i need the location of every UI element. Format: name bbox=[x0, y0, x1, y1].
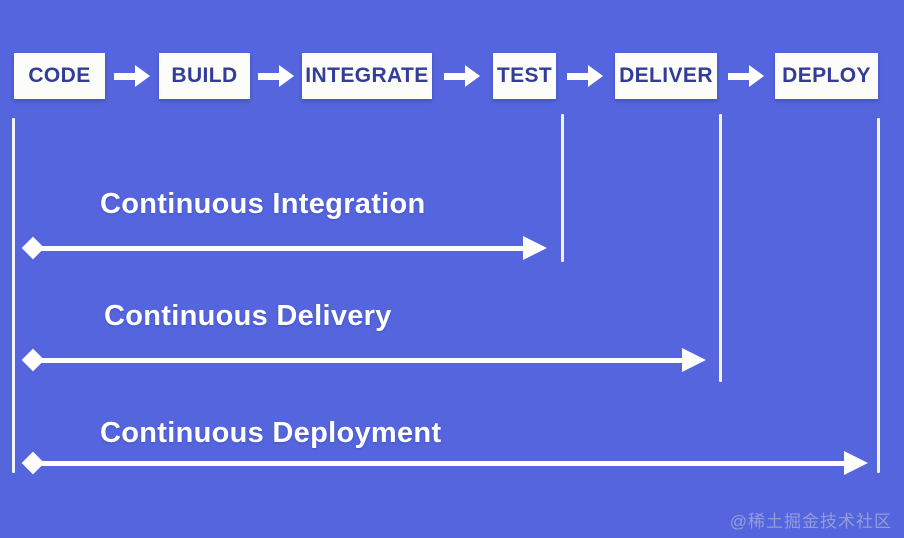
span-range-arrow-deployment bbox=[21, 451, 868, 475]
stage-label: DEPLOY bbox=[782, 64, 871, 87]
stage-label: INTEGRATE bbox=[305, 64, 429, 87]
arrow-shaft bbox=[567, 73, 590, 80]
arrow-head bbox=[749, 65, 764, 87]
stage-box-test: TEST bbox=[493, 53, 556, 99]
arrow-shaft bbox=[114, 73, 137, 80]
arrow-shaft bbox=[33, 358, 686, 363]
arrow-head bbox=[682, 348, 706, 372]
stage-box-build: BUILD bbox=[159, 53, 250, 99]
arrow-shaft bbox=[33, 461, 848, 466]
arrow-right-icon bbox=[256, 65, 296, 87]
arrow-right-icon bbox=[442, 65, 482, 87]
arrow-head bbox=[523, 236, 547, 260]
stage-label: CODE bbox=[28, 64, 91, 87]
arrow-shaft bbox=[728, 73, 751, 80]
span-label-continuous-integration: Continuous Integration bbox=[100, 188, 426, 220]
boundary-line-after-test bbox=[561, 114, 564, 262]
arrow-shaft bbox=[33, 246, 527, 251]
arrow-shaft bbox=[258, 73, 281, 80]
span-label-continuous-deployment: Continuous Deployment bbox=[100, 417, 442, 449]
stage-box-deliver: DELIVER bbox=[615, 53, 717, 99]
span-label-continuous-delivery: Continuous Delivery bbox=[104, 300, 392, 332]
arrow-shaft bbox=[444, 73, 467, 80]
arrow-head bbox=[844, 451, 868, 475]
arrow-head bbox=[588, 65, 603, 87]
stage-box-deploy: DEPLOY bbox=[775, 53, 878, 99]
arrow-head bbox=[135, 65, 150, 87]
stage-box-code: CODE bbox=[14, 53, 105, 99]
arrow-right-icon bbox=[565, 65, 605, 87]
stage-box-integrate: INTEGRATE bbox=[302, 53, 432, 99]
stage-label: BUILD bbox=[171, 64, 238, 87]
watermark: @稀土掘金技术社区 bbox=[729, 512, 892, 531]
span-range-arrow-delivery bbox=[21, 348, 706, 372]
boundary-line-end bbox=[877, 118, 880, 473]
boundary-line-after-deliver bbox=[719, 114, 722, 382]
arrow-right-icon bbox=[726, 65, 766, 87]
span-range-arrow-integration bbox=[21, 236, 547, 260]
arrow-head bbox=[279, 65, 294, 87]
arrow-head bbox=[465, 65, 480, 87]
stage-label: DELIVER bbox=[619, 64, 713, 87]
arrow-right-icon bbox=[112, 65, 152, 87]
stage-label: TEST bbox=[496, 64, 553, 87]
boundary-line-start bbox=[12, 118, 15, 473]
